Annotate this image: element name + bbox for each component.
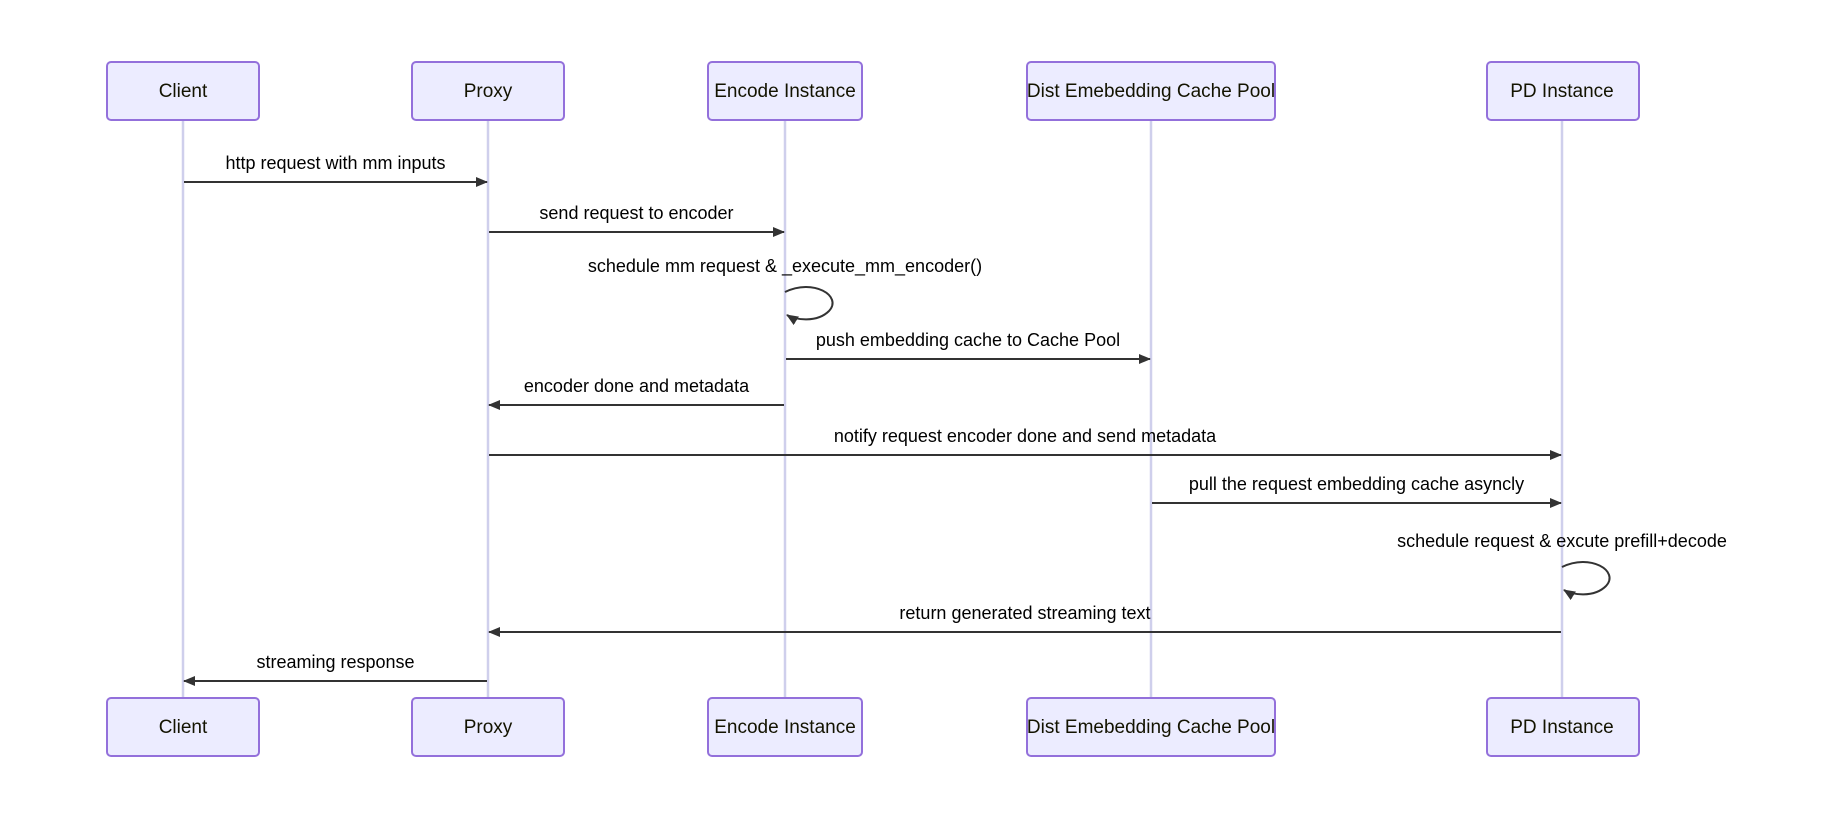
actor-box-proxy (411, 697, 565, 757)
actor-client-top[interactable]: Client (106, 61, 260, 121)
message-label-3: schedule mm request & _execute_mm_encode… (588, 256, 982, 277)
message-3-encode-to-encode: schedule mm request & _execute_mm_encode… (588, 256, 982, 326)
message-1-client-to-proxy: http request with mm inputs (184, 153, 488, 187)
message-4-encode-to-cachepool: push embedding cache to Cache Pool (786, 330, 1151, 364)
message-8-pd-to-pd: schedule request & excute prefill+decode (1397, 531, 1727, 601)
message-10-proxy-to-client: streaming response (183, 652, 487, 686)
messages-group: http request with mm inputs send request … (183, 153, 1727, 686)
actor-encode-top[interactable]: Encode Instance (707, 61, 863, 121)
message-6-proxy-to-pd: notify request encoder done and send met… (489, 426, 1562, 460)
message-label-4: push embedding cache to Cache Pool (816, 330, 1120, 350)
lifelines-group (181, 120, 1564, 698)
actor-box-client (106, 61, 260, 121)
message-9-pd-to-proxy: return generated streaming text (488, 603, 1561, 637)
actor-label-cachepool: Dist Emebedding Cache Pool (1027, 81, 1275, 102)
actor-label-encode: Encode Instance (714, 81, 856, 102)
actor-label-pd: PD Instance (1510, 81, 1614, 102)
actor-box-encode (707, 697, 863, 757)
actor-pd-top[interactable]: PD Instance (1486, 61, 1640, 121)
actor-label-proxy: Proxy (464, 717, 513, 738)
message-label-1: http request with mm inputs (225, 153, 445, 173)
actor-box-client (106, 697, 260, 757)
actor-label-client: Client (159, 81, 208, 102)
actor-label-pd: PD Instance (1510, 717, 1614, 738)
message-7-cachepool-to-pd: pull the request embedding cache asyncly (1152, 474, 1562, 508)
message-selfloop-8 (1561, 561, 1611, 601)
message-label-5: encoder done and metadata (524, 376, 750, 396)
actor-client-bottom[interactable]: Client (106, 697, 260, 757)
actor-cachepool-top[interactable]: Dist Emebedding Cache Pool (1026, 61, 1276, 121)
message-label-8: schedule request & excute prefill+decode (1397, 531, 1727, 551)
actor-proxy-bottom[interactable]: Proxy (411, 697, 565, 757)
top-actor-boxes-group: Client Proxy Encode Instance Dist Emebeddin… (106, 61, 1640, 121)
message-label-9: return generated streaming text (899, 603, 1150, 623)
actor-label-encode: Encode Instance (714, 717, 856, 738)
actor-proxy-top[interactable]: Proxy (411, 61, 565, 121)
message-label-2: send request to encoder (539, 203, 733, 223)
actor-pd-bottom[interactable]: PD Instance (1486, 697, 1640, 757)
actor-box-encode (707, 61, 863, 121)
actor-cachepool-bottom[interactable]: Dist Emebedding Cache Pool (1026, 697, 1276, 757)
actor-box-pd (1486, 697, 1640, 757)
message-label-7: pull the request embedding cache asyncly (1189, 474, 1524, 494)
message-label-6: notify request encoder done and send met… (834, 426, 1217, 446)
message-2-proxy-to-encode: send request to encoder (489, 203, 785, 237)
actor-label-client: Client (159, 717, 208, 738)
actor-encode-bottom[interactable]: Encode Instance (707, 697, 863, 757)
actor-box-cachepool (1026, 61, 1276, 121)
message-selfloop-3 (784, 286, 834, 326)
message-5-encode-to-proxy: encoder done and metadata (488, 376, 784, 410)
actor-box-pd (1486, 61, 1640, 121)
actor-box-proxy (411, 61, 565, 121)
actor-box-cachepool (1026, 697, 1276, 757)
actor-label-proxy: Proxy (464, 81, 513, 102)
actor-label-cachepool: Dist Emebedding Cache Pool (1027, 717, 1275, 738)
message-label-10: streaming response (256, 652, 414, 672)
bottom-actor-boxes-group: Client Proxy Encode Instance Dist Emebeddin… (106, 697, 1640, 757)
